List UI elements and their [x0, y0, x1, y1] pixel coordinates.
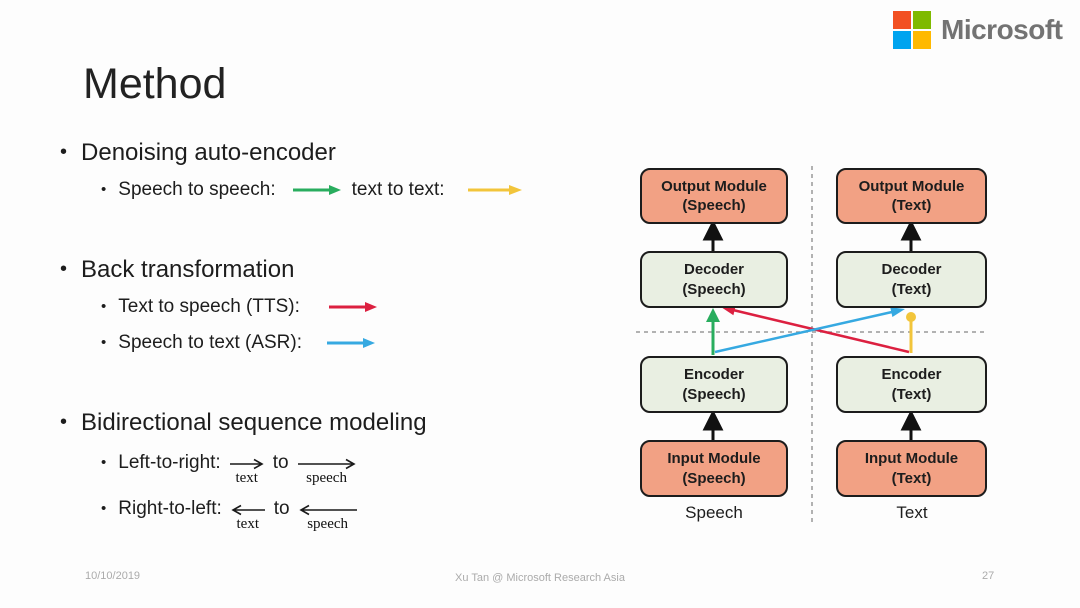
left-arrow-icon [231, 504, 265, 516]
bullet-bidirectional: • Bidirectional sequence modeling [60, 409, 427, 437]
box-line1: Decoder [683, 261, 745, 278]
rtl-text-notation: text [230, 504, 266, 532]
footer-date: 10/10/2019 [85, 570, 141, 582]
subbullet-asr: • Speech to text (ASR): [101, 332, 376, 354]
page-title: Method [83, 60, 227, 108]
text-column-label: Text [896, 503, 928, 522]
logo-square-blue [893, 31, 911, 49]
subbullet-denoising-legend: • Speech to speech: text to text: [101, 179, 523, 201]
box-line2: (Speech) [682, 469, 746, 487]
bullet-dot: • [60, 410, 68, 433]
microsoft-logo: Microsoft [893, 11, 1063, 49]
box-line1: Input Module [667, 450, 761, 467]
box-line2: (Text) [891, 280, 932, 298]
subbullet-tts: • Text to speech (TTS): [101, 296, 378, 318]
text-to-text-arrow-icon [467, 185, 522, 195]
logo-square-green [913, 11, 931, 29]
asr-label: Speech to text (ASR): [118, 332, 303, 353]
box-line1: Output Module [661, 177, 767, 195]
decoder-speech-box: Decoder (Speech) [640, 251, 788, 308]
tts-arrow-icon [328, 302, 377, 312]
microsoft-wordmark: Microsoft [941, 14, 1063, 45]
right-arrow-icon [229, 458, 264, 470]
architecture-diagram-arrows [636, 166, 986, 524]
notation-text-label: text [235, 470, 258, 486]
output-module-speech-box: Output Module (Speech) [640, 168, 788, 224]
rtl-speech-notation: speech [298, 504, 358, 532]
notation-text-label: text [236, 516, 260, 532]
decoder-to-output-arrows [702, 219, 922, 441]
bullet-dot: • [60, 257, 68, 280]
bullet-denoising: • Denoising auto-encoder [60, 139, 336, 167]
notation-speech-label: speech [306, 470, 347, 486]
footer-page-number: 27 [982, 570, 995, 582]
box-line1: Decoder [881, 261, 942, 278]
subbullet-left-to-right: • Left-to-right: text to speech [101, 449, 357, 486]
speech-to-speech-arrow-icon [292, 185, 341, 195]
bullet-dot: • [101, 180, 107, 198]
encoder-speech-box: Encoder (Speech) [640, 356, 788, 413]
bullet-dot: • [101, 453, 107, 471]
box-line1: Encoder [881, 366, 942, 383]
bidirectional-label: Bidirectional sequence modeling [81, 409, 427, 436]
subbullet-right-to-left: • Right-to-left: text to speech [101, 495, 358, 532]
footer-credit: Xu Tan @ Microsoft Research Asia [455, 572, 625, 584]
output-module-text-box: Output Module (Text) [836, 168, 987, 224]
asr-flow-arrow [714, 307, 905, 354]
decoder-text-box: Decoder (Text) [836, 251, 987, 308]
ltr-speech-notation: speech [297, 458, 357, 486]
ltr-label: Left-to-right: [118, 452, 221, 473]
speech-to-speech-label: Speech to speech: [118, 179, 276, 200]
bullet-denoising-label: Denoising auto-encoder [81, 139, 336, 166]
bullet-dot: • [60, 140, 68, 163]
logo-square-red [893, 11, 911, 29]
text-to-text-label: text to text: [351, 179, 445, 200]
text-to-text-flow-arrow [906, 312, 916, 353]
box-line1: Encoder [683, 366, 744, 383]
box-line2: (Speech) [682, 197, 746, 214]
to-word: to [272, 452, 289, 473]
left-arrow-icon [298, 504, 357, 516]
bullet-dot: • [101, 499, 107, 517]
asr-arrow-icon [327, 338, 376, 348]
input-module-text-box: Input Module (Text) [836, 440, 987, 497]
box-line2: (Text) [891, 469, 932, 487]
tts-label: Text to speech (TTS): [118, 296, 300, 317]
notation-speech-label: speech [307, 516, 349, 532]
to-word: to [273, 498, 290, 519]
box-line2: (Speech) [682, 385, 746, 403]
back-transformation-label: Back transformation [81, 256, 295, 283]
box-line1: Output Module [858, 177, 965, 195]
encoder-text-box: Encoder (Text) [836, 356, 987, 413]
right-arrow-icon [297, 458, 356, 470]
box-line1: Input Module [864, 450, 959, 467]
speech-to-speech-flow-arrow [706, 308, 720, 355]
ltr-text-notation: text [229, 458, 265, 486]
rtl-label: Right-to-left: [118, 498, 222, 519]
box-line2: (Speech) [682, 280, 746, 298]
bullet-dot: • [101, 297, 107, 315]
microsoft-logo-icon [893, 11, 931, 49]
box-line2: (Text) [891, 385, 932, 403]
speech-column-label: Speech [685, 503, 743, 522]
bullet-dot: • [101, 333, 107, 351]
logo-square-yellow [913, 31, 931, 49]
bullet-back-transformation: • Back transformation [60, 256, 294, 284]
input-module-speech-box: Input Module (Speech) [640, 440, 788, 497]
box-line2: (Text) [891, 197, 932, 214]
